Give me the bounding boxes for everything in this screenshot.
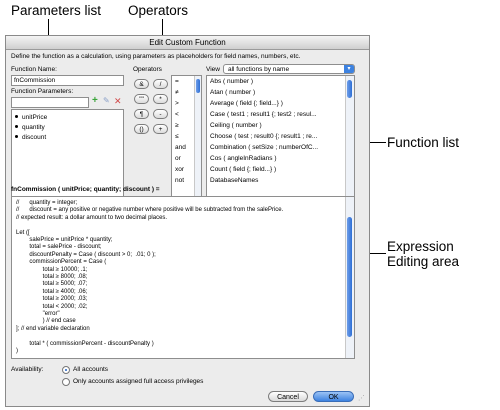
function-item[interactable]: Atan ( number ) [210, 89, 256, 96]
dialog-description: Define the function as a calculation, us… [11, 53, 301, 60]
operator-item[interactable]: not [175, 177, 185, 184]
bullet-icon [15, 115, 18, 118]
parameter-input[interactable] [11, 97, 89, 108]
function-signature: fnCommission ( unitPrice; quantity; disc… [11, 186, 160, 193]
callout-parameters-list: Parameters list [11, 3, 102, 18]
code-line: total < 2000; .02; [16, 303, 88, 310]
operator-subtract-button[interactable]: - [153, 109, 168, 119]
code-line: // discount = any positive or negative n… [16, 207, 284, 214]
code-line: ]; // end variable declaration [16, 325, 90, 332]
operator-item[interactable]: ≠ [175, 89, 179, 96]
operator-item[interactable]: < [175, 111, 179, 118]
code-line: commissionPercent = Case ( [16, 259, 107, 266]
edit-parameter-icon[interactable]: ✎ [103, 96, 110, 105]
callout-function-list: Function list [387, 135, 460, 150]
function-list: Abs ( number ) Atan ( number ) Average (… [206, 75, 355, 215]
availability-all-label: All accounts [73, 366, 109, 373]
operators-scroll-thumb[interactable] [196, 79, 200, 93]
function-item[interactable]: Count ( field {; field...} ) [210, 166, 277, 173]
parameter-item[interactable]: unitPrice [15, 114, 47, 122]
view-select-value: all functions by name [228, 66, 290, 73]
function-item[interactable]: Choose ( test ; result0 {; result1 ; re.… [210, 133, 318, 140]
operator-quotes-button[interactable]: "" [134, 94, 149, 104]
function-item[interactable]: Case ( test1 ; result1 {; test2 ; resul.… [210, 111, 317, 118]
operators-scrollbar[interactable] [194, 76, 201, 214]
operator-multiply-button[interactable]: * [153, 94, 168, 104]
dialog-title: Edit Custom Function [149, 38, 226, 47]
code-line: Let ([ [16, 229, 30, 236]
function-item[interactable]: DatabaseNames [210, 177, 259, 184]
function-name-value: fnCommission [14, 77, 56, 84]
parameter-item[interactable]: discount [15, 134, 46, 142]
operator-parens-button[interactable]: () [134, 124, 149, 134]
operator-item[interactable]: > [175, 100, 179, 107]
dialog-titlebar: Edit Custom Function [6, 36, 369, 50]
function-item[interactable]: Combination ( setSize ; numberOfC... [210, 144, 319, 151]
function-list-scrollbar[interactable] [345, 76, 354, 214]
operator-pilcrow-button[interactable]: ¶ [134, 109, 149, 119]
function-name-input[interactable]: fnCommission [11, 75, 124, 86]
callout-expression-area: Expression Editing area [387, 239, 460, 269]
operators-label: Operators [133, 66, 162, 73]
view-label: View [206, 66, 220, 73]
bullet-icon [15, 135, 18, 138]
expression-scrollbar[interactable] [345, 197, 354, 358]
code-line: total ≥ 10000; .1; [16, 266, 88, 273]
comparison-operators-list: = ≠ > < ≥ ≤ and or xor not [171, 75, 202, 215]
operator-item[interactable]: = [175, 78, 179, 85]
select-arrows-icon: ▾ [344, 65, 354, 73]
operator-item[interactable]: ≥ [175, 122, 179, 129]
ok-button[interactable]: OK [313, 391, 354, 402]
code-line: total ≥ 2000; .03; [16, 296, 88, 303]
view-select[interactable]: all functions by name ▾ [223, 64, 355, 74]
bullet-icon [15, 125, 18, 128]
delete-parameter-icon[interactable]: ✕ [114, 96, 122, 106]
expression-scroll-thumb[interactable] [347, 217, 352, 337]
code-line: ) [16, 348, 18, 354]
function-item[interactable]: Ceiling ( number ) [210, 122, 262, 129]
operator-item[interactable]: and [175, 144, 186, 151]
code-line: // quantity = integer; [16, 200, 78, 206]
availability-label: Availability: [11, 366, 44, 373]
cancel-button[interactable]: Cancel [268, 391, 308, 402]
code-line: total * ( commissionPercent - discountPe… [16, 340, 154, 347]
function-name-label: Function Name: [11, 66, 57, 73]
edit-custom-function-dialog: Edit Custom Function Define the function… [5, 35, 370, 407]
add-parameter-icon[interactable]: + [92, 95, 98, 106]
code-line: discountPenalty = Case ( discount > 0; .… [16, 251, 156, 258]
operator-divide-button[interactable]: / [153, 79, 168, 89]
function-params-label: Function Parameters: [11, 88, 74, 95]
function-list-scroll-thumb[interactable] [347, 80, 352, 98]
code-line: total ≥ 4000; .06; [16, 288, 88, 295]
function-item[interactable]: Cos ( angleInRadians ) [210, 155, 277, 162]
code-line: salePrice = unitPrice * quantity; [16, 237, 113, 243]
code-line: "error" [16, 311, 60, 317]
resize-grip-icon[interactable]: ⋰ [358, 395, 365, 402]
code-line: // expected result: a dollar amount to t… [16, 214, 168, 221]
code-line: ) // end case [16, 318, 76, 325]
callout-operators: Operators [128, 3, 189, 18]
parameter-item[interactable]: quantity [15, 124, 45, 132]
operator-add-button[interactable]: + [153, 124, 168, 134]
availability-full-access-radio[interactable] [62, 378, 70, 386]
code-line: total = salePrice - discount; [16, 244, 102, 251]
code-line: total ≥ 8000; .08; [16, 274, 88, 280]
operator-item[interactable]: ≤ [175, 133, 179, 140]
operator-concat-button[interactable]: & [134, 79, 149, 89]
expression-editor[interactable]: // quantity = integer;// discount = any … [11, 196, 355, 359]
availability-all-radio[interactable] [62, 366, 70, 374]
operator-item[interactable]: or [175, 155, 181, 162]
function-item[interactable]: Abs ( number ) [210, 78, 253, 85]
operator-item[interactable]: xor [175, 166, 185, 173]
function-item[interactable]: Average ( field {; field...} ) [210, 100, 283, 107]
code-line: total ≥ 5000; .07; [16, 281, 88, 288]
availability-full-access-label: Only accounts assigned full access privi… [73, 378, 204, 385]
